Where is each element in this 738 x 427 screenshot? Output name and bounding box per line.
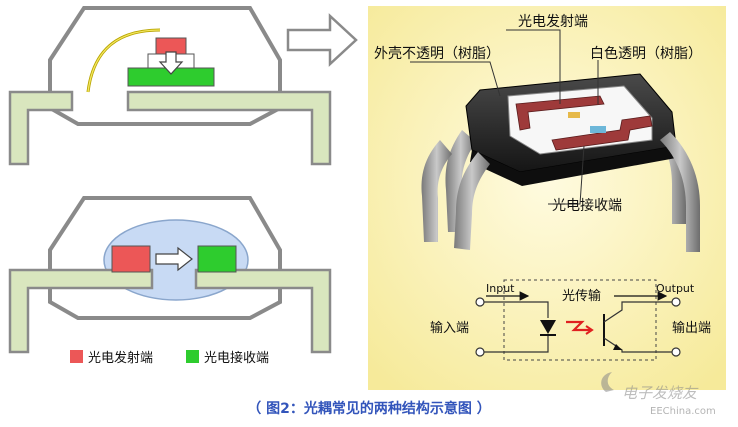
light-arrow-down — [158, 51, 184, 75]
watermark-brand: 电子发烧友 — [622, 384, 699, 402]
emitter-die — [568, 112, 580, 118]
schematic-input-label: Input — [486, 282, 515, 295]
schematic-boundary — [503, 279, 657, 361]
cross-section-top — [8, 6, 332, 166]
left-lead-2 — [8, 268, 154, 354]
watermark: 电子发烧友 EEChina.com — [601, 372, 716, 417]
input-terminal-top — [475, 297, 485, 307]
pin-front-left — [454, 152, 490, 250]
schematic-light-transfer: 光传输 — [562, 288, 601, 304]
watermark-logo-icon — [601, 372, 614, 392]
schematic-output-end: 输出端 — [672, 320, 711, 336]
legend-emitter-swatch — [70, 350, 83, 363]
callout-receiver — [548, 145, 585, 205]
schematic-input-end: 输入端 — [430, 320, 469, 336]
output-terminal-top — [671, 297, 681, 307]
figure-caption: （ 图2：光耦常见的两种结构示意图 ） — [247, 400, 491, 417]
watermark-site: EEChina.com — [650, 406, 716, 417]
pin-front-right — [660, 132, 700, 252]
input-terminal-bottom — [475, 347, 485, 357]
left-lead — [8, 90, 74, 166]
right-lead-2 — [194, 268, 332, 354]
legend-receiver-label: 光电接收端 — [204, 350, 269, 366]
label-emitter-end: 光电发射端 — [518, 14, 588, 30]
legend-emitter-label: 光电发射端 — [88, 350, 153, 366]
light-arrow-right — [155, 246, 193, 272]
big-arrow-icon — [286, 13, 358, 67]
led-diode-icon — [540, 320, 556, 334]
receiver-die — [590, 126, 606, 133]
callout-shell — [410, 61, 501, 97]
output-terminal-bottom — [671, 347, 681, 357]
cross-section-bottom — [8, 196, 332, 354]
callout-emitter — [506, 29, 561, 104]
label-outer-shell: 外壳不透明（树脂） — [374, 45, 500, 62]
pin-back-left — [445, 130, 476, 232]
package-bottom — [470, 146, 676, 186]
receiver-chip-2 — [197, 245, 237, 273]
legend: 光电发射端 光电接收端 — [70, 350, 269, 366]
optocoupler-3d — [421, 73, 700, 252]
callout-lines — [410, 29, 599, 205]
emitter-chip-2 — [111, 245, 151, 273]
pin-front-left-2 — [421, 140, 452, 242]
label-receiver-end: 光电接收端 — [552, 197, 622, 214]
right-lead — [126, 90, 332, 166]
light-emission-icon — [566, 320, 590, 332]
schematic — [475, 279, 681, 361]
legend-receiver-swatch — [186, 350, 199, 363]
emitter-leadframe — [515, 95, 605, 131]
schematic-output-label: Output — [656, 282, 695, 295]
label-white-clear: 白色透明（树脂） — [590, 45, 702, 62]
